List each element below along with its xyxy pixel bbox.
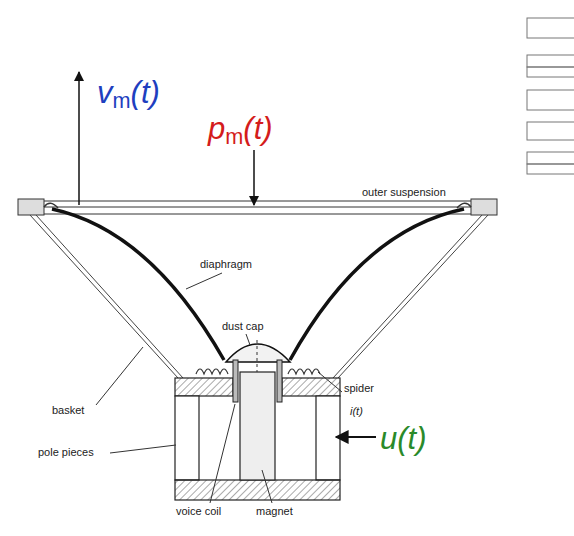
- dust-cap: [226, 344, 290, 362]
- part-name: outer suspension: [360, 186, 448, 198]
- part-name: magnet: [256, 505, 293, 517]
- part-name: diaphragm: [200, 258, 252, 270]
- pressure-arrow: [253, 150, 255, 205]
- rim: [18, 199, 497, 215]
- magnet: [240, 372, 275, 480]
- input-arrow: [336, 436, 376, 438]
- part-name: voice coil: [176, 505, 221, 517]
- signal-name: u(t): [380, 422, 427, 456]
- signal-name: i(t): [350, 405, 363, 417]
- part-name: dust cap: [220, 320, 266, 332]
- part-name: pole pieces: [38, 446, 94, 458]
- part-name: basket: [52, 404, 84, 416]
- leader-lines: [96, 273, 342, 503]
- basket: [30, 215, 488, 378]
- box-stack: [527, 18, 574, 174]
- signal-name: pm(t): [208, 112, 273, 149]
- axis-line: [257, 340, 258, 372]
- velocity-arrow: [78, 72, 80, 205]
- part-name: spider: [344, 382, 374, 394]
- diaphragm: [52, 209, 464, 360]
- signal-name: vm(t): [97, 76, 160, 113]
